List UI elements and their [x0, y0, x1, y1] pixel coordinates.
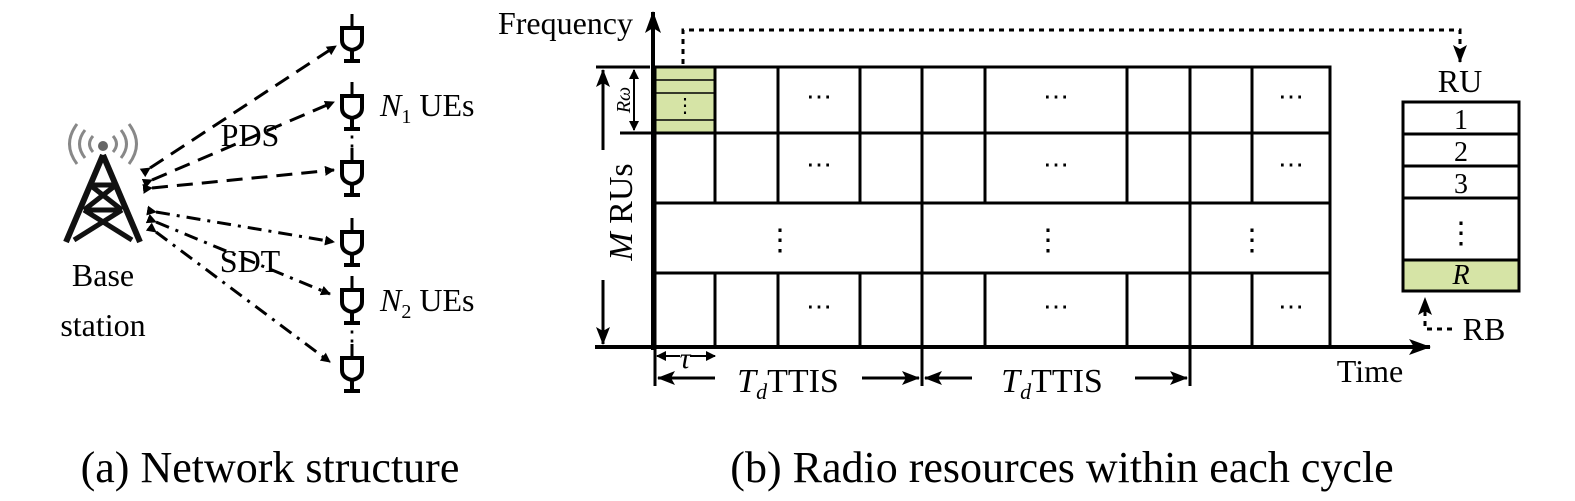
ru-item: 1 [1454, 105, 1468, 136]
rb-label: RB [1463, 311, 1506, 347]
hdots: ⋯ [1278, 82, 1304, 111]
base-station-icon [63, 123, 143, 244]
caption-a: (a) Network structure [81, 443, 460, 492]
time-axis-label: Time [1337, 353, 1403, 389]
ue-icon [340, 276, 364, 325]
ru-box [1401, 100, 1521, 293]
r-omega-label: Rω [613, 87, 635, 114]
resource-grid [653, 65, 1332, 349]
frequency-axis-label: Frequency [498, 5, 633, 41]
ue-group-2-label: N2 UEs [379, 282, 474, 323]
ru-item: 2 [1454, 137, 1468, 168]
base-station-label-line2: station [60, 307, 145, 343]
grid-hdots: ⋯ ⋯ ⋯ ⋯ ⋯ ⋯ ⋯ ⋯ ⋯ [806, 82, 1304, 321]
panel-b-radio-resources: ⋮ ⋯ ⋯ ⋯ [498, 5, 1521, 492]
hdots: ⋯ [806, 150, 832, 179]
hdots: ⋯ [806, 292, 832, 321]
pds-label: PDS [221, 117, 280, 153]
cell-vdots: ⋮ [675, 95, 695, 117]
hdots: ⋯ [1043, 292, 1069, 321]
rb-pointer-arrow [1418, 297, 1452, 331]
period-1-label: TdTTIS [737, 363, 839, 404]
highlighted-rb-cell [655, 67, 715, 133]
base-station-label-line1: Base [72, 257, 134, 293]
period-2-label: TdTTIS [1001, 363, 1103, 404]
tau-label: τ [680, 342, 692, 375]
hdots: ⋯ [1043, 150, 1069, 179]
ru-row-r-highlight [1403, 260, 1519, 291]
hdots: ⋯ [806, 82, 832, 111]
vdots: ⋮ [1033, 224, 1063, 257]
caption-b: (b) Radio resources within each cycle [730, 443, 1393, 492]
ru-item: 3 [1454, 169, 1468, 200]
panel-a-network-structure: Base station ⋮ ⋮ PDS SDT N1 UEs N2 UEs (… [60, 14, 474, 492]
vdots: ⋮ [765, 224, 795, 257]
sdt-links [145, 205, 335, 364]
vdots: ⋮ [1237, 224, 1267, 257]
ue-icon [340, 344, 364, 393]
ue-vdots-1: ⋮ [339, 122, 365, 151]
ue-icon [340, 14, 364, 63]
hdots: ⋯ [1278, 150, 1304, 179]
m-rus-label: M RUs [603, 163, 640, 261]
ue-icon [340, 218, 364, 267]
ue-icon [340, 148, 364, 197]
ru-title: RU [1438, 63, 1482, 99]
hdots: ⋯ [1278, 292, 1304, 321]
cell-to-ru-arrow [681, 28, 1467, 64]
sdt-label: SDT [220, 243, 281, 279]
ue-vdots-2: ⋮ [339, 317, 365, 346]
grid-vdots: ⋮ ⋮ ⋮ [765, 224, 1267, 257]
ru-item-r: R [1451, 260, 1469, 291]
ru-item: ⋮ [1446, 217, 1476, 250]
cell-subrows [655, 79, 715, 121]
ue-group-1-label: N1 UEs [379, 87, 474, 128]
pds-links [139, 44, 337, 194]
hdots: ⋯ [1043, 82, 1069, 111]
